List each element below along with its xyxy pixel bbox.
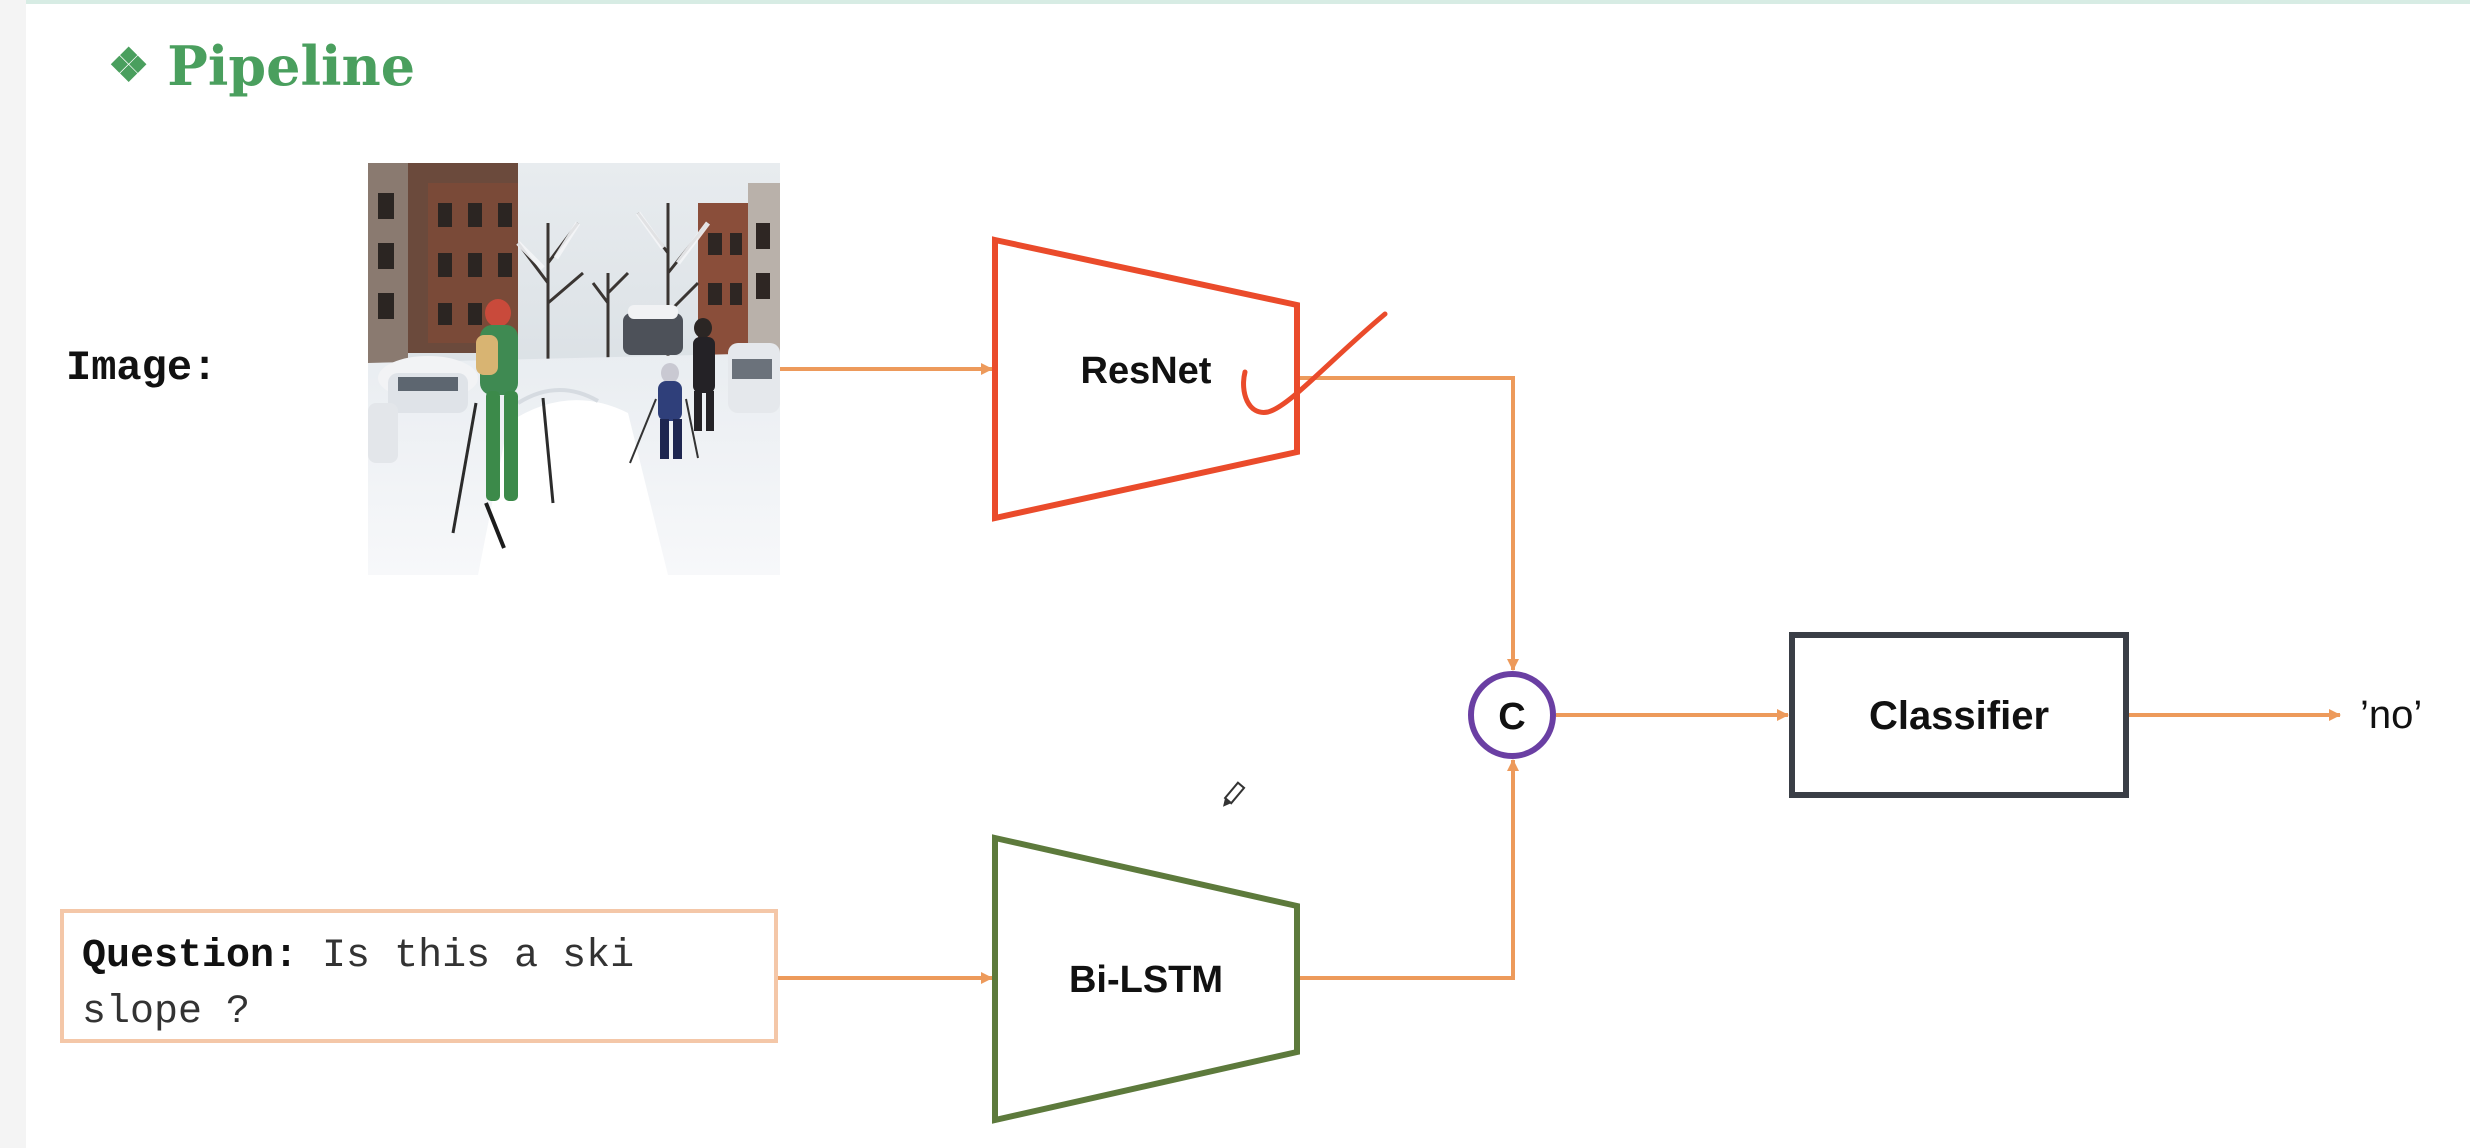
arrow-bilstm-to-concat [1297, 759, 1519, 980]
input-image-ski-street [368, 163, 780, 575]
bilstm-label: Bi-LSTM [1069, 959, 1223, 1001]
classifier-block [1789, 632, 2129, 798]
slide-title-text: Pipeline [167, 34, 416, 98]
resnet-label: ResNet [1081, 350, 1212, 392]
slide-top-rule [0, 0, 2470, 4]
bilstm-block [992, 834, 1300, 1124]
pen-cursor-icon [1223, 781, 1246, 807]
slide-title: ❖ Pipeline [108, 34, 415, 98]
question-input-box: Question: Is this a ski slope ? [60, 909, 778, 1043]
classifier-label: Classifier [1869, 694, 2049, 738]
image-input-label: Image: [66, 344, 218, 392]
output-answer: ’no’ [2360, 693, 2422, 737]
handwritten-check-icon [1241, 311, 1388, 415]
question-label: Question: [82, 934, 299, 979]
diamond-bullet-icon: ❖ [108, 38, 150, 92]
question-text: Is this a ski slope ? [82, 934, 635, 1035]
concat-node [1468, 671, 1556, 759]
arrow-resnet-to-concat [1297, 376, 1519, 671]
slide-left-margin [0, 0, 26, 1148]
resnet-block [992, 236, 1300, 522]
concat-label: C [1498, 696, 1525, 738]
